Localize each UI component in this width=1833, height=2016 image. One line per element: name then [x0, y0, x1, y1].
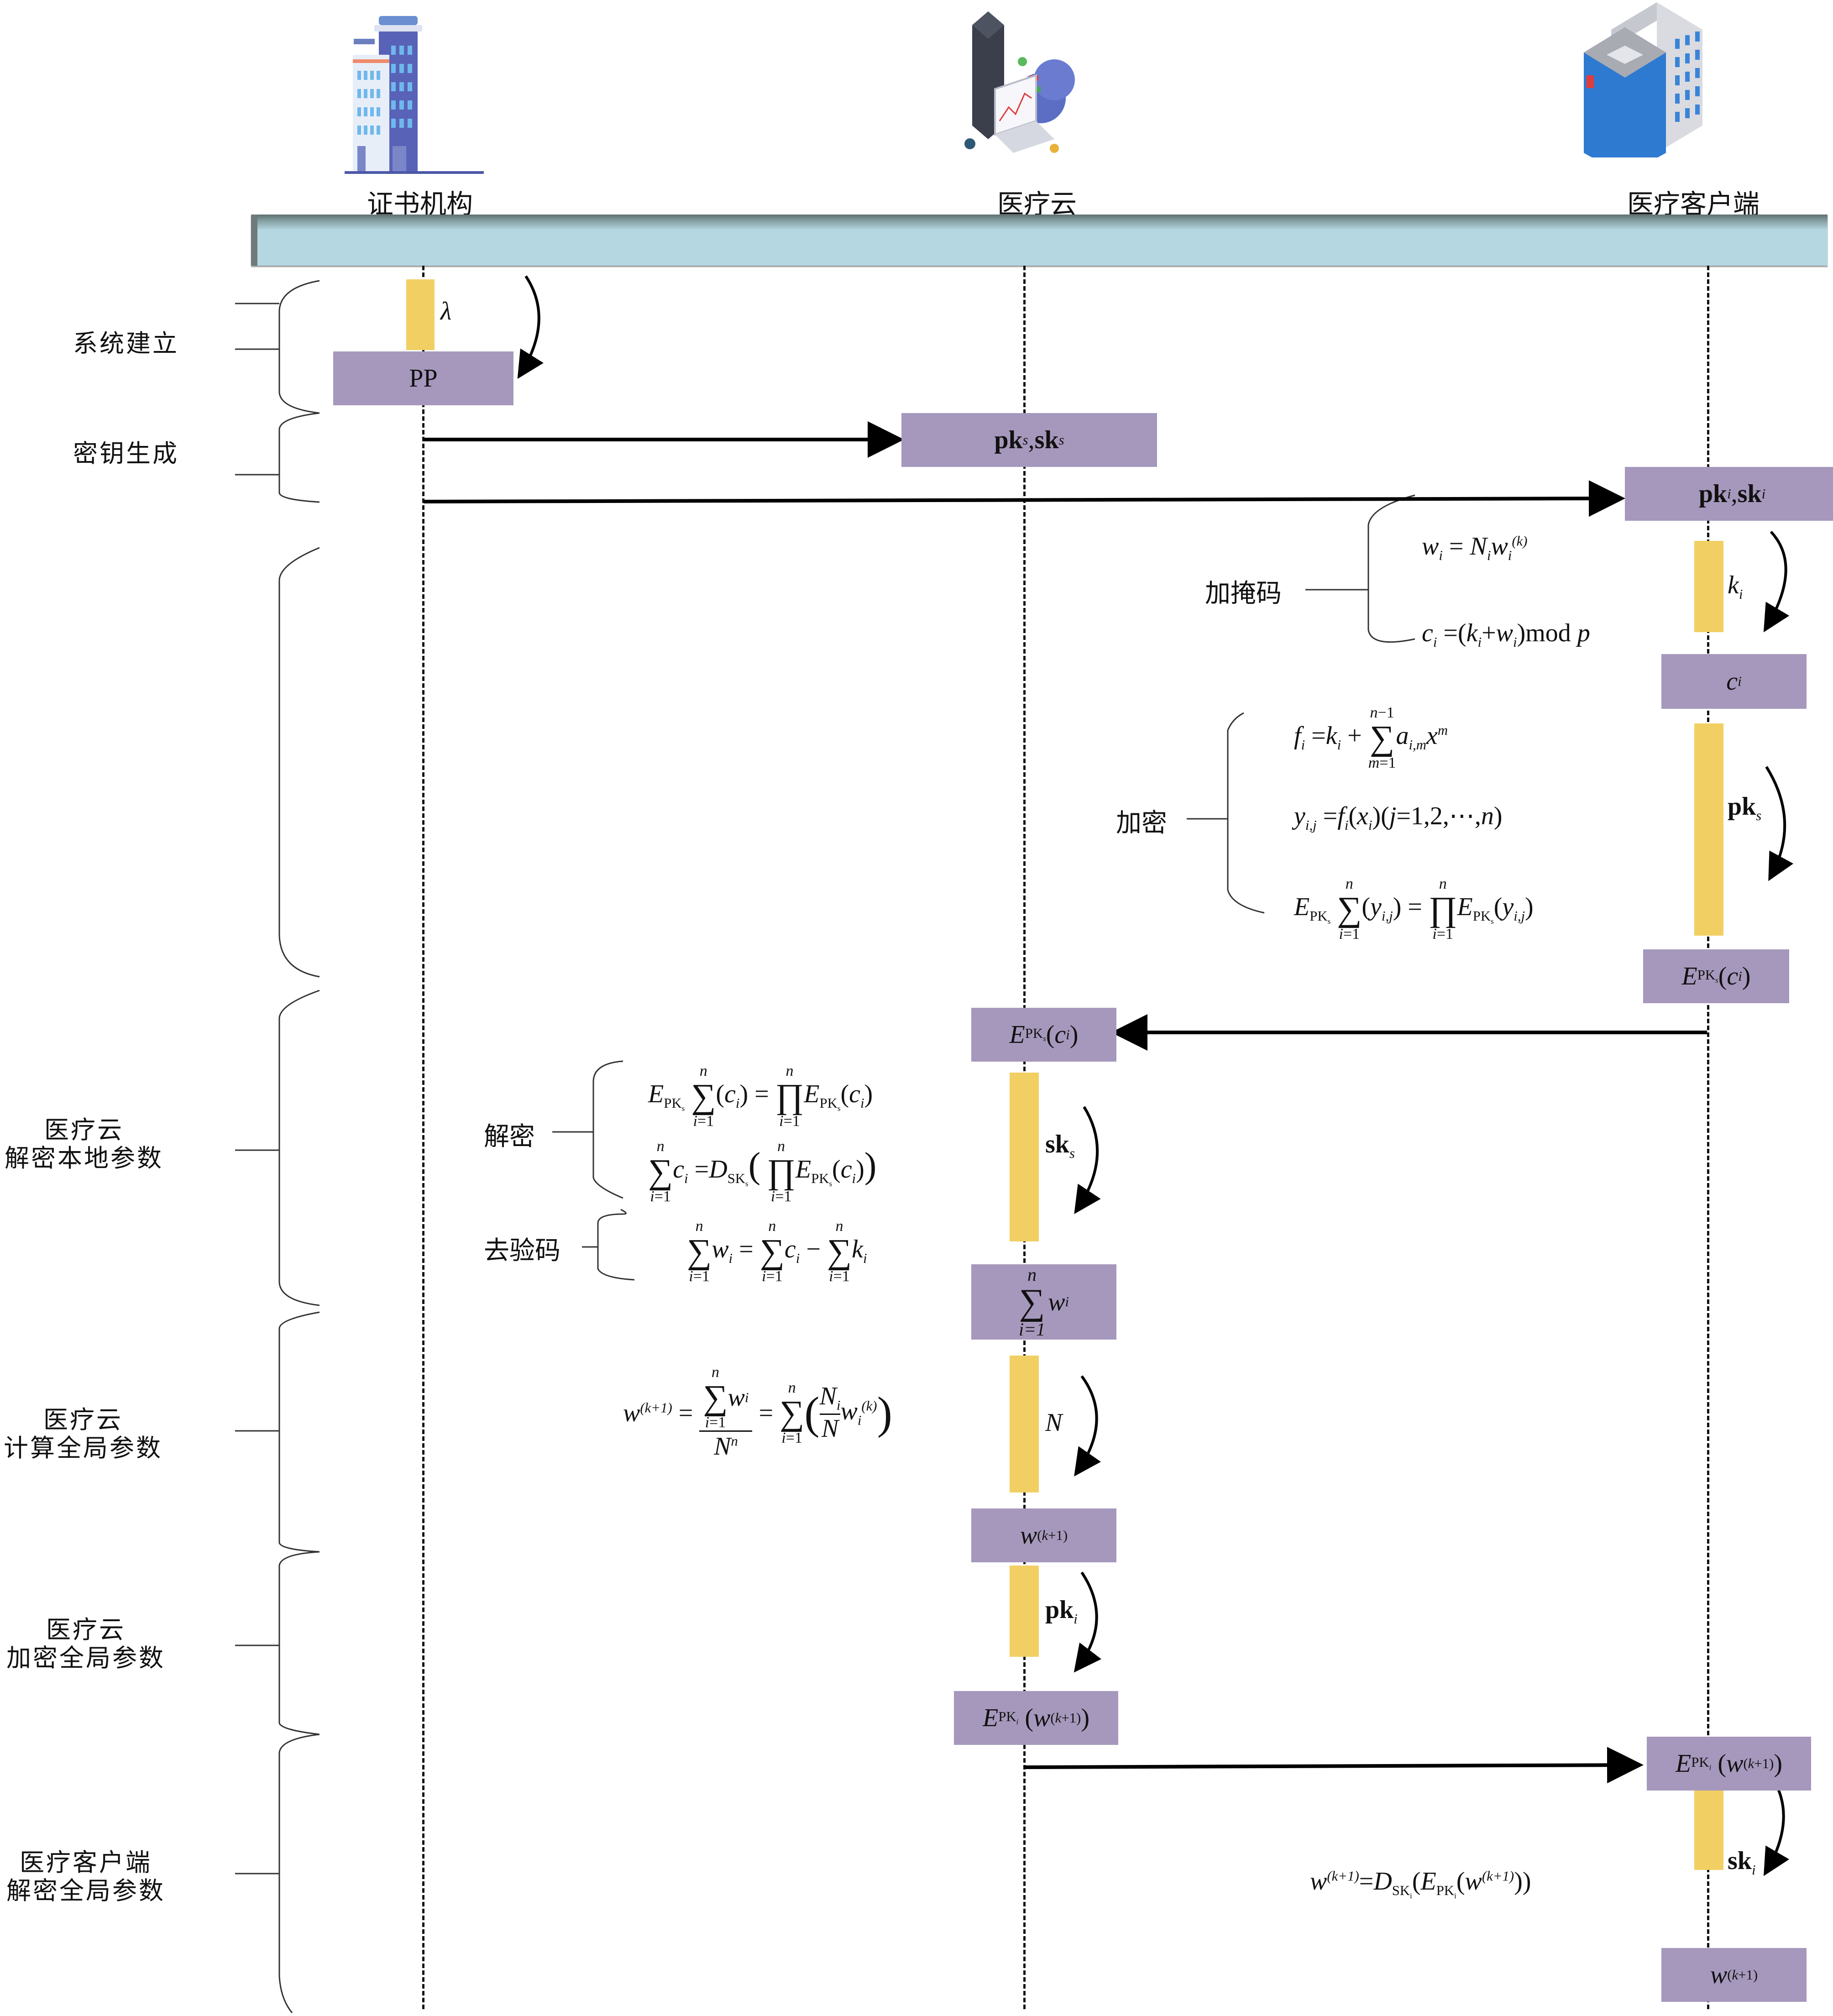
phase-label-keygen: 密钥生成 — [73, 439, 179, 468]
formula-mask-2: ci =(ki+wi)mod p — [1422, 619, 1590, 650]
activation-bar-ca-setup — [406, 279, 435, 350]
brace-client-local — [278, 547, 320, 978]
actor-header-bar — [251, 215, 1828, 266]
brace-decrypt — [592, 1060, 623, 1199]
self-call-arrow-pki — [1074, 1571, 1101, 1673]
actor-label-ca: 证书机构 — [367, 189, 473, 220]
hospital-building-icon — [1584, 2, 1734, 176]
brace-keygen — [278, 412, 320, 503]
self-call-label-pks: pks — [1728, 792, 1762, 824]
cloud-server-icon — [958, 7, 1132, 162]
brace-mask — [1367, 494, 1415, 643]
lifeline-client — [1707, 266, 1709, 2009]
brace-cloud-decrypt — [278, 990, 320, 1306]
self-call-label-pki: pki — [1045, 1596, 1078, 1627]
activation-bar-cloud-decrypt — [1010, 1073, 1039, 1241]
activation-bar-client-mask — [1694, 541, 1723, 632]
phase-label-line1: 医疗云 — [43, 1405, 123, 1434]
phase-label-cloud-encrypt: 医疗云 加密全局参数 — [6, 1616, 165, 1672]
actor-label-client: 医疗客户端 — [1627, 189, 1760, 220]
formula-mask-1: wi = Niwi(k) — [1422, 532, 1528, 564]
phase-label-line2: 计算全局参数 — [4, 1434, 162, 1462]
lifeline-ca — [422, 266, 424, 2009]
activation-bar-cloud-encrypt — [1010, 1566, 1039, 1657]
activation-bar-cloud-compute — [1010, 1356, 1039, 1492]
self-call-label-ski: ski — [1728, 1847, 1756, 1878]
self-call-arrow-ki — [1763, 530, 1790, 633]
message-arrow-cloud-to-client — [1024, 1747, 1644, 1784]
brace-client-decrypt — [278, 1733, 320, 2013]
phase-label-line2: 加密全局参数 — [6, 1644, 165, 1672]
phase-label-client-decrypt: 医疗客户端 解密全局参数 — [6, 1848, 165, 1905]
phase-label-line2: 解密本地参数 — [5, 1144, 163, 1173]
result-box-pp: PP — [333, 351, 513, 405]
phase-label-cloud-decrypt: 医疗云 解密本地参数 — [5, 1116, 163, 1173]
phase-label-line1: 医疗云 — [44, 1115, 124, 1144]
result-box-w-k1-cloud: w(k+1) — [971, 1508, 1116, 1562]
brace-encrypt — [1227, 712, 1265, 914]
step-label-encrypt: 加密 — [1116, 808, 1167, 838]
brace-setup — [278, 280, 320, 414]
result-box-w-k1-client: w(k+1) — [1661, 1948, 1807, 2002]
phase-label-setup: 系统建立 — [73, 329, 179, 358]
phase-label-cloud-compute: 医疗云 计算全局参数 — [4, 1406, 162, 1462]
self-call-label-ki: ki — [1728, 571, 1743, 602]
self-call-label-lambda: λ — [440, 297, 452, 325]
formula-encrypt-2: yi,j =fi(xi)(j=1,2,⋯,n) — [1294, 802, 1503, 833]
phase-label-line2: 解密全局参数 — [6, 1876, 165, 1905]
self-call-arrow-lambda — [517, 275, 544, 379]
self-call-arrow-sks — [1074, 1106, 1101, 1214]
self-call-label-N: N — [1045, 1409, 1063, 1437]
actor-label-cloud: 医疗云 — [997, 189, 1077, 220]
step-label-decrypt: 解密 — [484, 1122, 535, 1152]
formula-client-decrypt: w(k+1)=DSKi(EPKi(w(k+1))) — [1310, 1867, 1531, 1901]
self-call-label-sks: sks — [1045, 1130, 1075, 1162]
brace-cloud-compute — [278, 1311, 320, 1553]
brace-unmask — [597, 1209, 635, 1281]
activation-bar-client-encrypt — [1694, 723, 1723, 936]
step-label-unmask: 去验码 — [484, 1236, 560, 1266]
self-call-arrow-pks — [1765, 766, 1794, 881]
message-arrow-ca-to-client — [423, 480, 1625, 517]
self-call-arrow-N — [1074, 1375, 1101, 1477]
phase-label-line1: 医疗云 — [46, 1615, 126, 1644]
step-label-mask: 加掩码 — [1205, 579, 1282, 608]
brace-cloud-encrypt — [278, 1551, 320, 1735]
office-building-icon — [335, 11, 493, 183]
phase-label-line1: 医疗客户端 — [20, 1848, 152, 1877]
